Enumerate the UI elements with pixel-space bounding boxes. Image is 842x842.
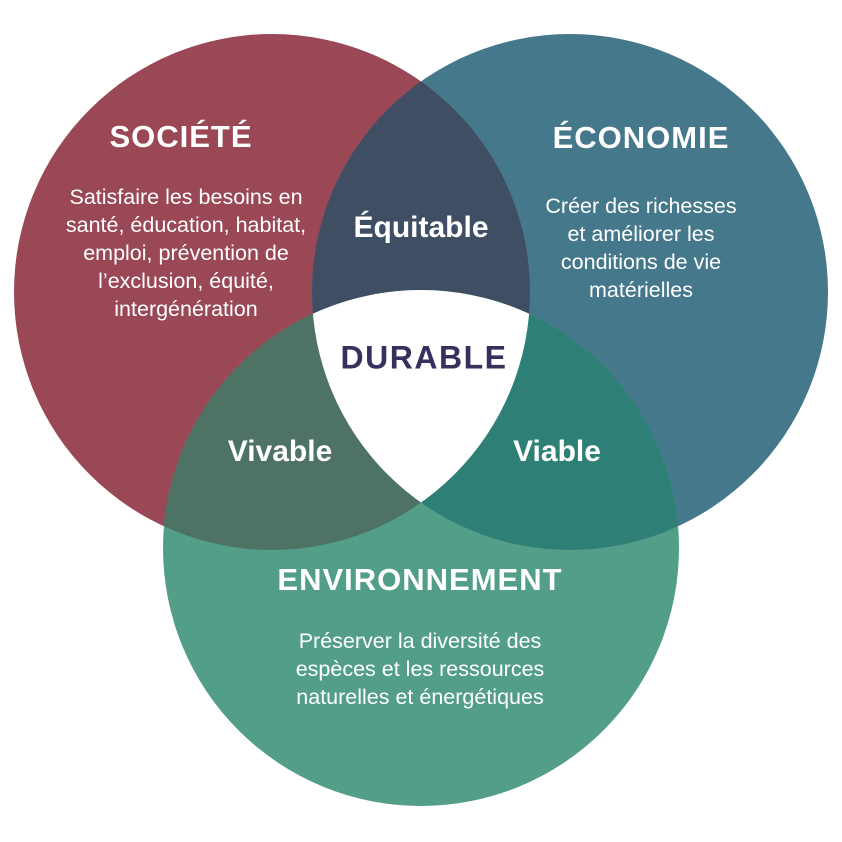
societe-title: SOCIÉTÉ xyxy=(109,119,253,154)
viable-label: Viable xyxy=(513,435,601,468)
economie-description: Créer des richesses et améliorer les con… xyxy=(545,194,737,302)
economie-title: ÉCONOMIE xyxy=(552,120,730,155)
equitable-label: Équitable xyxy=(353,211,489,244)
environnement-title: ENVIRONNEMENT xyxy=(277,562,563,597)
societe-description: Satisfaire les besoins en santé, éducati… xyxy=(65,185,307,321)
durable-label: DURABLE xyxy=(340,339,508,376)
environnement-description: Préserver la diversité des espèces et le… xyxy=(295,629,545,709)
vivable-label: Vivable xyxy=(227,435,333,468)
